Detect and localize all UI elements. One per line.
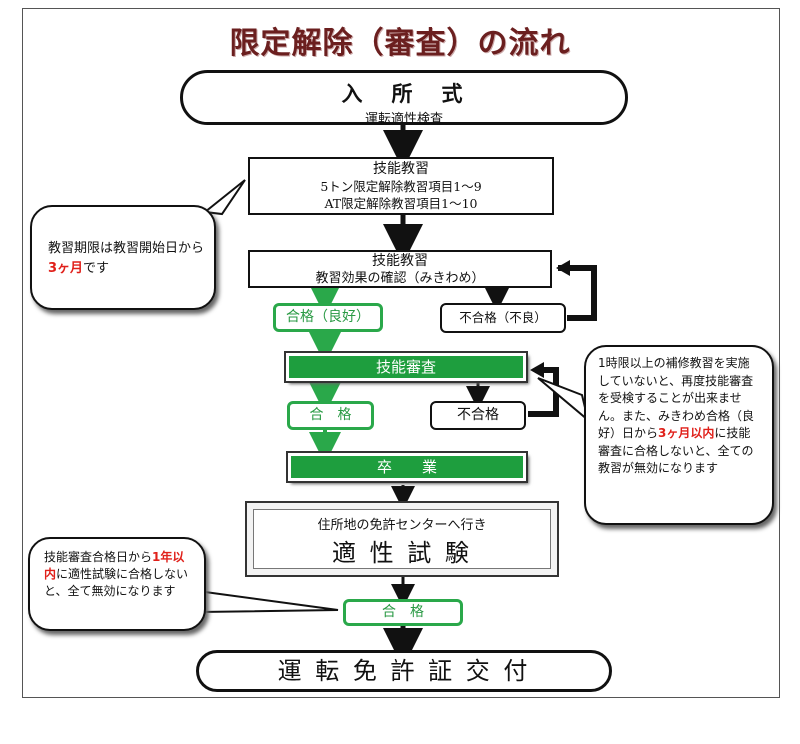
training1-node: 技能教習 5トン限定解除教習項目1～9 AT限定解除教習項目1～10 bbox=[248, 157, 554, 215]
license-issuance-node: 運 転 免 許 証 交 付 bbox=[196, 650, 612, 692]
fail-bad-node: 不合格（不良） bbox=[440, 303, 566, 333]
fail-node: 不合格 bbox=[430, 401, 526, 430]
training2-subtitle: 教習効果の確認（みきわめ） bbox=[315, 271, 485, 286]
deadline-text-post: に適性試験に合格しないと、全て無効になります bbox=[44, 567, 189, 598]
pass-good-node: 合格（良好） bbox=[273, 303, 383, 332]
diagram-frame bbox=[22, 8, 780, 698]
aptitude-test-node: 住所地の免許センターへ行き 適 性 試 験 bbox=[245, 501, 559, 577]
entrance-subtitle: 運転適性検査 bbox=[364, 112, 443, 127]
period-callout: 教習期限は教習開始日から 3ヶ月です bbox=[30, 205, 216, 310]
period-text-post: です bbox=[83, 261, 110, 276]
deadline-text-red: 1年以内 bbox=[44, 550, 185, 581]
training2-node: 技能教習 教習効果の確認（みきわめ） bbox=[248, 250, 552, 288]
period-text-red: 3ヶ月 bbox=[48, 261, 84, 276]
aptitude-pass-node: 合 格 bbox=[343, 599, 463, 626]
fail-arrows bbox=[466, 286, 509, 410]
pass-node: 合 格 bbox=[287, 401, 374, 430]
entrance-ceremony-node: 入 所 式 運転適性検査 bbox=[180, 70, 628, 127]
training1-line2: 5トン限定解除教習項目1～9 bbox=[320, 179, 482, 194]
deadline-text-pre: 技能審査合格日から bbox=[44, 550, 153, 564]
loop-head-2 bbox=[530, 362, 544, 378]
callout-tail-deadline bbox=[198, 590, 339, 614]
remedial-text-red: 3ヶ月以内 bbox=[658, 426, 715, 440]
training2-title: 技能教習 bbox=[372, 253, 428, 269]
period-text-pre: 教習期限は教習開始日から bbox=[48, 241, 205, 256]
aptitude-test-inner: 住所地の免許センターへ行き 適 性 試 験 bbox=[253, 509, 551, 569]
aptitude-title: 適 性 試 験 bbox=[332, 539, 472, 567]
entrance-title: 入 所 式 bbox=[341, 82, 467, 106]
callout-tail-period bbox=[202, 179, 246, 216]
remedial-text-2: に技能審査に合格しないと、全ての教習が無効になります bbox=[598, 426, 754, 475]
page-title: 限定解除（審査）の流れ bbox=[229, 26, 571, 61]
loop-head-1 bbox=[556, 260, 570, 276]
remedial-text-1: 1時限以上の補修教習を実施していないと、再度技能審査を受検することが出来ません。… bbox=[598, 356, 755, 440]
skill-exam-node: 技能審査 bbox=[284, 351, 528, 383]
aptitude-subtitle: 住所地の免許センターへ行き bbox=[317, 518, 487, 533]
training1-line3: AT限定解除教習項目1～10 bbox=[324, 196, 478, 211]
training1-title: 技能教習 bbox=[373, 161, 429, 177]
remedial-callout: 1時限以上の補修教習を実施していないと、再度技能審査を受検することが出来ません。… bbox=[584, 345, 774, 525]
deadline-callout: 技能審査合格日から1年以内に適性試験に合格しないと、全て無効になります bbox=[28, 537, 206, 631]
graduation-node: 卒 業 bbox=[286, 451, 528, 483]
